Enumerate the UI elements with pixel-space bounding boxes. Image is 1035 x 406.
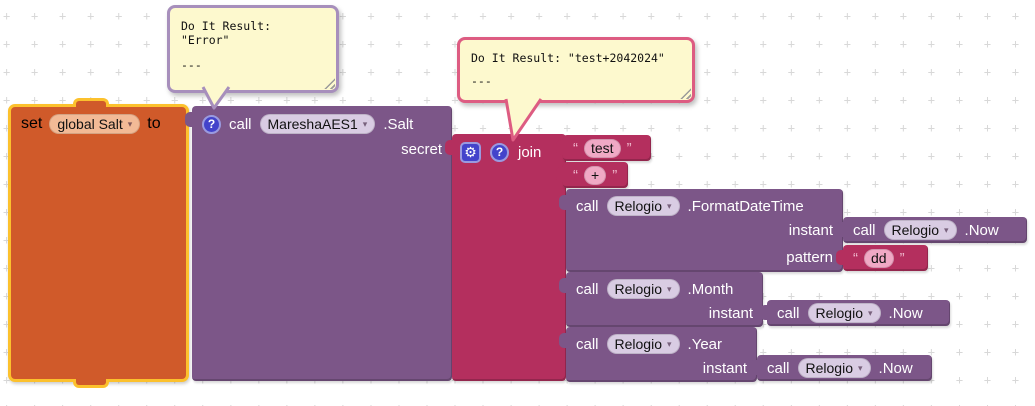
join-block[interactable]: ⚙ ? join [445,134,566,381]
value-plug [750,360,759,375]
call-month-block[interactable]: call Relogio ▾ .Month instant [559,272,763,327]
chevron-down-icon: ▾ [362,118,368,129]
method-name: .Month [687,280,734,298]
chevron-down-icon: ▾ [944,224,949,235]
open-quote-icon: “ [853,249,858,267]
statement-top-notch [73,98,109,107]
comment-text: Do It Result: "Error" [181,19,272,47]
text-field[interactable]: dd [864,248,894,268]
value-plug [559,195,568,210]
variable-name: global Salt [57,116,123,132]
text-field[interactable]: test [584,138,621,158]
component-dropdown[interactable]: Relogio ▾ [606,196,680,216]
component-name: Relogio [614,281,662,297]
call-formatdatetime-block[interactable]: call Relogio ▾ .FormatDateTime instant p… [559,189,843,272]
comment-text: Do It Result: "test+2042024" [471,51,665,65]
call-label: call [576,280,599,298]
open-quote-icon: “ [573,139,578,157]
to-label: to [147,115,161,132]
chevron-down-icon: ▾ [858,362,863,373]
call-label: call [777,304,800,322]
value-plug [836,222,845,237]
method-name: .Salt [383,115,414,133]
close-quote-icon: ” [612,166,618,184]
method-name: .FormatDateTime [687,197,804,215]
call-now-block[interactable]: call Relogio ▾ .Now [750,355,932,381]
chevron-down-icon: ▾ [667,200,672,211]
component-name: Relogio [614,336,662,352]
mutator-gear-icon[interactable]: ⚙ [460,141,481,163]
call-label: call [853,221,876,239]
method-name: .Year [687,335,723,353]
param-instant-label: instant [708,305,753,322]
close-quote-icon: ” [626,139,632,157]
call-label: call [576,335,599,353]
value-plug [185,112,194,127]
component-name: Relogio [805,360,853,376]
param-secret-label: secret [401,141,442,158]
call-salt-block[interactable]: ? call MareshaAES1 ▾ .Salt secret [185,106,452,381]
call-label: call [576,197,599,215]
comment-divider: --- [181,58,202,72]
param-instant-label: instant [788,222,833,239]
value-plug [556,140,565,155]
value-plug [556,167,565,182]
component-dropdown[interactable]: MareshaAES1 ▾ [259,114,376,134]
variable-dropdown[interactable]: global Salt ▾ [49,114,141,134]
do-it-comment-result[interactable]: Do It Result: "test+2042024" --- [457,37,695,103]
component-name: MareshaAES1 [267,116,358,132]
open-quote-icon: “ [573,166,578,184]
component-dropdown[interactable]: Relogio ▾ [606,279,680,299]
component-dropdown[interactable]: Relogio ▾ [883,220,957,240]
resize-grip-icon[interactable] [680,88,691,99]
chevron-down-icon: ▾ [667,283,672,294]
call-label: call [767,359,790,377]
call-label: call [229,115,252,133]
join-label: join [518,143,542,161]
chevron-down-icon: ▾ [868,307,873,318]
call-now-block[interactable]: call Relogio ▾ .Now [836,217,1027,243]
value-plug [445,140,454,155]
help-icon[interactable]: ? [202,114,221,134]
component-name: Relogio [891,222,939,238]
component-name: Relogio [815,305,863,321]
component-dropdown[interactable]: Relogio ▾ [606,334,680,354]
call-now-block[interactable]: call Relogio ▾ .Now [760,300,950,326]
text-block-plus[interactable]: “ + ” [556,162,628,188]
help-icon[interactable]: ? [490,142,509,162]
comment-divider: --- [471,74,492,88]
call-year-block[interactable]: call Relogio ▾ .Year instant [559,327,757,382]
statement-bottom-notch [73,379,109,388]
do-it-comment-error[interactable]: Do It Result: "Error" --- [167,5,339,93]
text-field[interactable]: + [584,165,607,185]
resize-grip-icon[interactable] [324,78,335,89]
component-dropdown[interactable]: Relogio ▾ [807,303,881,323]
method-name: .Now [878,359,913,377]
value-plug [760,305,769,320]
chevron-down-icon: ▾ [127,118,133,129]
value-plug [559,278,568,293]
set-label: set [21,115,43,132]
value-plug [559,333,568,348]
text-block-test[interactable]: “ test ” [556,135,651,161]
param-pattern-label: pattern [786,249,833,266]
chevron-down-icon: ▾ [667,338,672,349]
component-dropdown[interactable]: Relogio ▾ [797,358,871,378]
param-instant-label: instant [702,360,747,377]
method-name: .Now [888,304,923,322]
close-quote-icon: ” [899,249,905,267]
component-name: Relogio [614,198,662,214]
method-name: .Now [964,221,999,239]
text-block-dd[interactable]: “ dd ” [836,245,928,271]
set-variable-block[interactable]: set global Salt ▾ to [8,98,189,388]
value-plug [836,250,845,265]
